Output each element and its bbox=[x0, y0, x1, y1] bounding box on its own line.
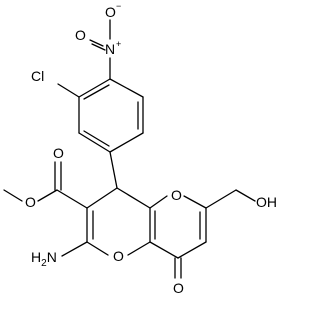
bond-lines bbox=[3, 19, 256, 279]
atom-label-nitro-o-top: O bbox=[105, 4, 116, 20]
atom-label-nitro-n-charge: + bbox=[116, 39, 121, 49]
atom-label-ring-o-lower: O bbox=[113, 248, 124, 264]
atom-labels: O − N + O Cl O O O O OH O H2N bbox=[25, 1, 277, 296]
atom-label-nitro-o-left: O bbox=[75, 27, 86, 43]
atom-label-amino-h-count: 2 bbox=[41, 258, 47, 269]
atom-label-ester-carbonyl-o: O bbox=[53, 145, 64, 161]
atom-label-amino: H2N bbox=[31, 249, 57, 269]
atom-label-ester-methoxy-o: O bbox=[25, 194, 36, 210]
atom-label-chloro: Cl bbox=[31, 68, 44, 84]
atom-label-nitro-n: N bbox=[105, 41, 115, 57]
atom-label-hydroxyl: OH bbox=[256, 194, 277, 210]
atom-label-ring-o-upper: O bbox=[171, 187, 182, 203]
atom-label-amino-h: H bbox=[31, 249, 41, 265]
atom-label-ketone-o: O bbox=[173, 280, 184, 296]
molecule-structure-diagram: O − N + O Cl O O O O OH O H2N bbox=[3, 1, 277, 296]
atom-label-amino-n: N bbox=[47, 249, 57, 265]
atom-label-nitro-o-top-charge: − bbox=[116, 1, 121, 11]
